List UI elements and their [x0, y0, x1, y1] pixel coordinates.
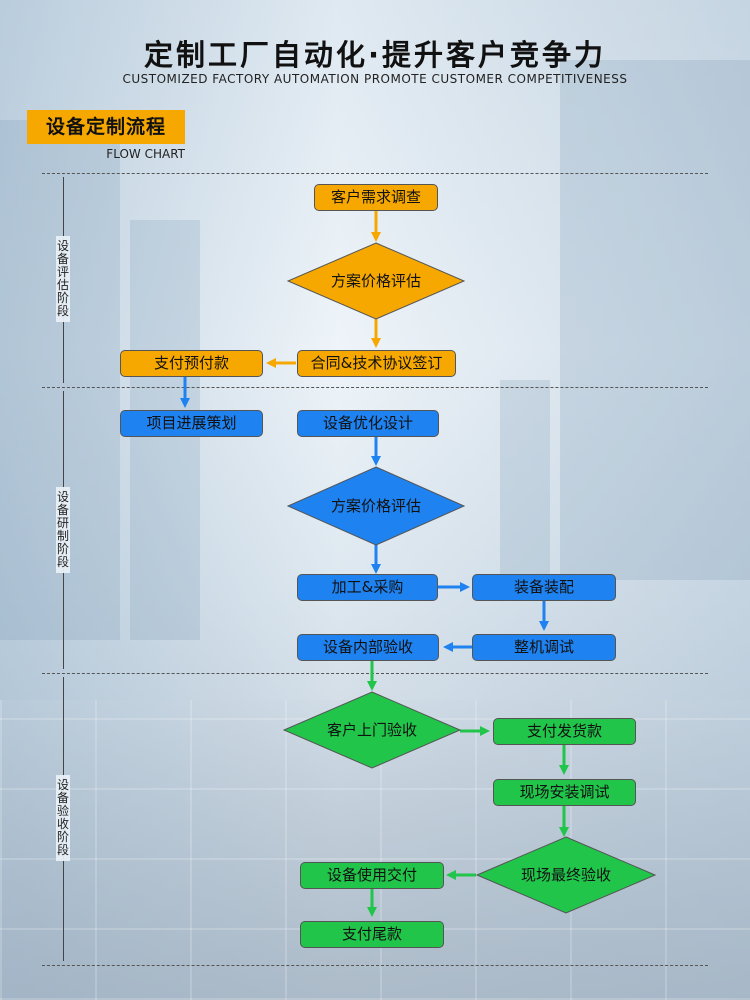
- stage-label-development: 设备研制阶段: [56, 487, 70, 573]
- stage-separator-1: [42, 387, 708, 388]
- stage-label-acceptance: 设备验收阶段: [56, 775, 70, 861]
- section-tag: 设备定制流程: [27, 110, 185, 144]
- page-title: 定制工厂自动化·提升客户竞争力: [143, 38, 607, 72]
- node-handover: 设备使用交付: [300, 862, 444, 889]
- diamond-onsite-check: 客户上门验收: [282, 691, 462, 769]
- node-debug: 整机调试: [472, 634, 616, 661]
- diamond-final-check-label: 现场最终验收: [521, 866, 611, 884]
- node-site-debug: 现场安装调试: [493, 779, 636, 806]
- node-contract: 合同&技术协议签订: [297, 350, 456, 377]
- diamond-final-check: 现场最终验收: [475, 836, 657, 914]
- node-design: 设备优化设计: [297, 410, 439, 437]
- section-tag-subtitle: FLOW CHART: [106, 147, 185, 161]
- node-internal-check: 设备内部验收: [297, 634, 439, 661]
- node-survey: 客户需求调查: [314, 184, 438, 211]
- bg-building-right: [560, 60, 750, 580]
- node-planning: 项目进展策划: [120, 410, 263, 437]
- node-final-pay: 支付尾款: [300, 921, 444, 948]
- stage-separator-bottom: [42, 965, 708, 966]
- diamond-evaluate-2: 方案价格评估: [286, 466, 466, 546]
- diamond-onsite-check-label: 客户上门验收: [327, 721, 417, 739]
- stage-label-evaluation: 设备评估阶段: [56, 236, 70, 322]
- diamond-evaluate-1: 方案价格评估: [286, 242, 466, 320]
- node-delivery-pay: 支付发货款: [493, 718, 636, 745]
- diamond-evaluate-2-label: 方案价格评估: [331, 497, 421, 515]
- bg-building-right-2: [500, 380, 550, 580]
- page-subtitle: CUSTOMIZED FACTORY AUTOMATION PROMOTE CU…: [122, 72, 628, 86]
- diamond-evaluate-1-label: 方案价格评估: [331, 272, 421, 290]
- stage-separator-top: [42, 173, 708, 174]
- node-procure: 加工&采购: [297, 574, 438, 601]
- node-prepay: 支付预付款: [120, 350, 263, 377]
- stage-separator-2: [42, 673, 708, 674]
- node-assembly: 装备装配: [472, 574, 616, 601]
